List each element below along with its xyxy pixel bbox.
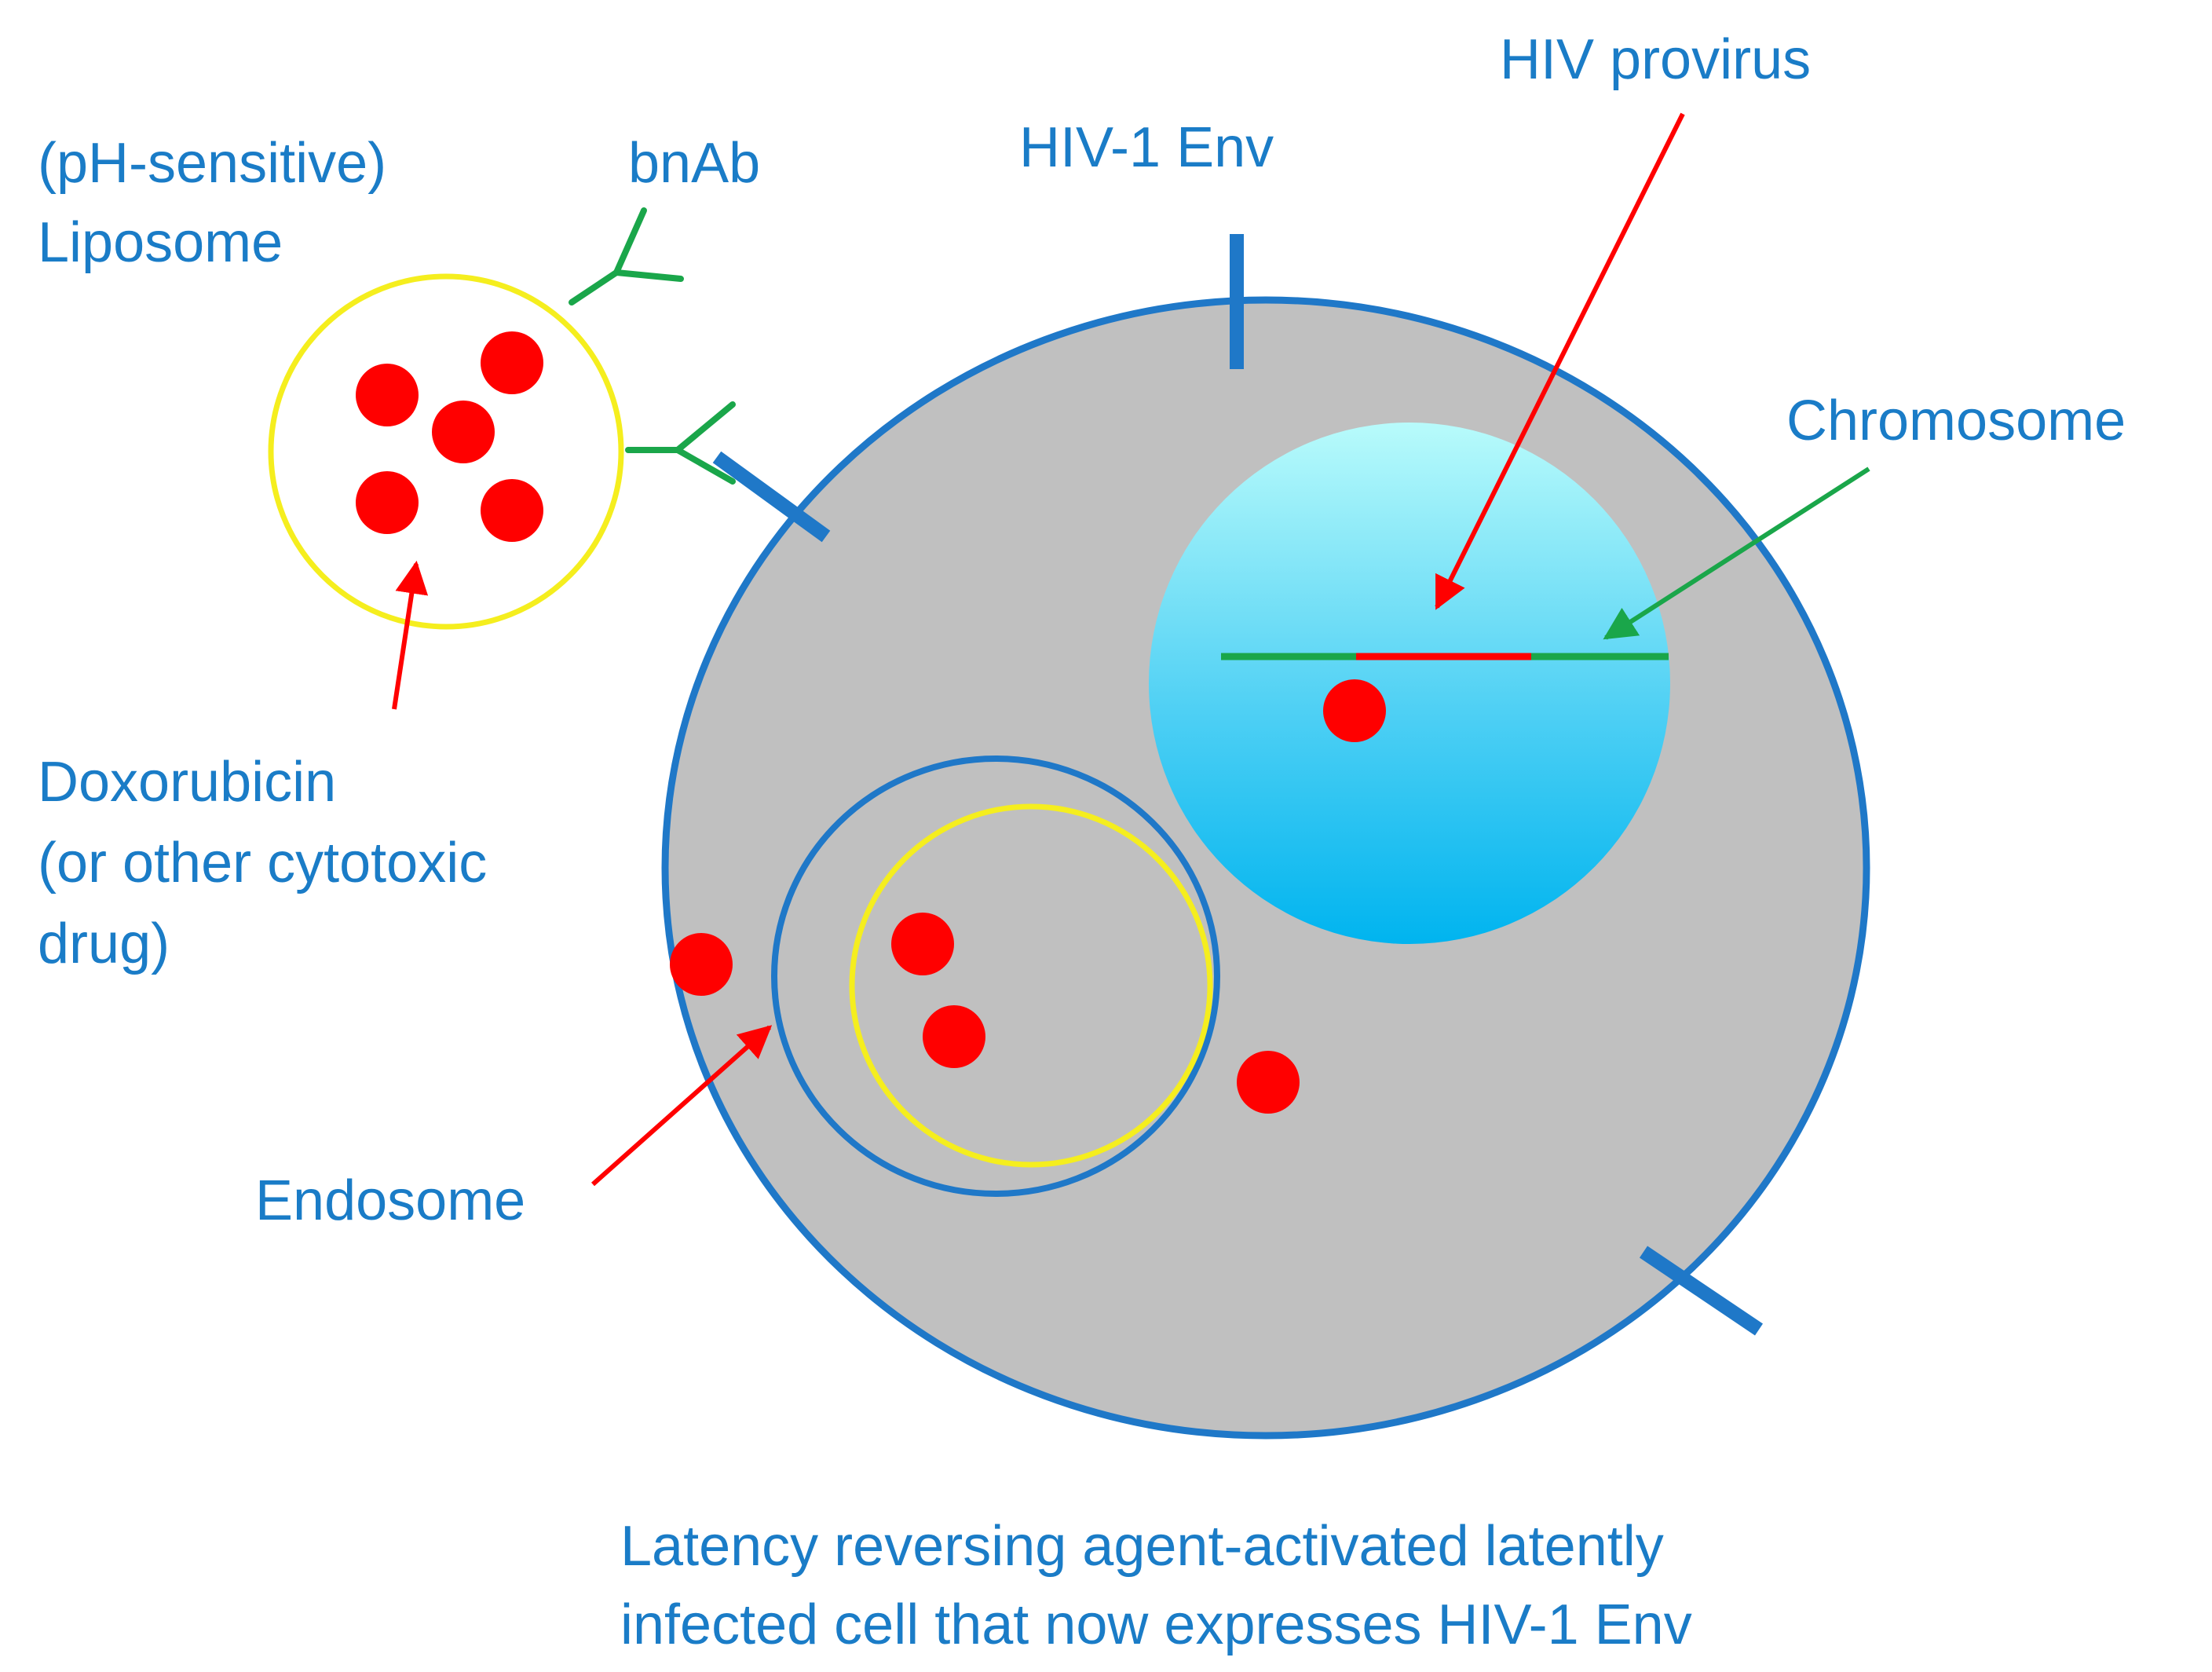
drug-particle-cytoplasm-right xyxy=(1237,1051,1300,1114)
bnab-top xyxy=(569,207,684,305)
nucleus-body xyxy=(1149,423,1670,944)
chromosome-arrow xyxy=(1603,466,1870,640)
drug-particle-cytoplasm-left xyxy=(670,933,733,996)
doxorubicin-label-line2: (or other cytotoxic xyxy=(38,832,487,895)
env-spike-bottom-right xyxy=(1639,1246,1764,1336)
internalized-liposome xyxy=(849,803,1213,1168)
drug-particle-endosome-1 xyxy=(891,913,954,975)
endosome xyxy=(771,756,1220,1197)
doxorubicin-label-line3: drug) xyxy=(38,913,170,975)
drug-particle-liposome-1 xyxy=(356,364,419,426)
drug-particle-liposome-2 xyxy=(481,331,543,394)
provirus-arrow xyxy=(1435,112,1685,610)
liposome-label-line1: (pH-sensitive) xyxy=(38,132,386,195)
drug-particle-endosome-2 xyxy=(923,1005,985,1068)
bnab-label: bnAb xyxy=(628,132,760,195)
liposome xyxy=(268,273,624,630)
nucleus xyxy=(1149,423,1670,944)
env-spikes xyxy=(712,234,1764,1336)
caption-line2: infected cell that now expresses HIV-1 E… xyxy=(620,1593,1692,1656)
drug-particle-liposome-4 xyxy=(356,471,419,534)
endosome-arrow xyxy=(591,1025,773,1187)
endosome-membrane xyxy=(771,756,1220,1197)
bnab-right xyxy=(625,401,736,485)
provirus-label: HIV provirus xyxy=(1500,28,1811,91)
env-label: HIV-1 Env xyxy=(1019,116,1274,179)
env-spike-left xyxy=(712,451,831,543)
endosome-label: Endosome xyxy=(255,1169,525,1232)
doxorubicin-label-line1: Doxorubicin xyxy=(38,751,336,814)
pointer-arrows xyxy=(392,112,1870,1187)
bnab-antibodies xyxy=(569,207,736,485)
drug-particle-nucleus xyxy=(1323,679,1386,742)
chromosome-label: Chromosome xyxy=(1786,390,2126,452)
liposome-label-line2: Liposome xyxy=(38,211,283,274)
drug-particle-liposome-5 xyxy=(481,479,543,542)
doxorubicin-arrow xyxy=(392,560,429,710)
drug-particle-liposome-3 xyxy=(432,401,495,463)
caption-line1: Latency reversing agent-activated latent… xyxy=(620,1515,1664,1578)
